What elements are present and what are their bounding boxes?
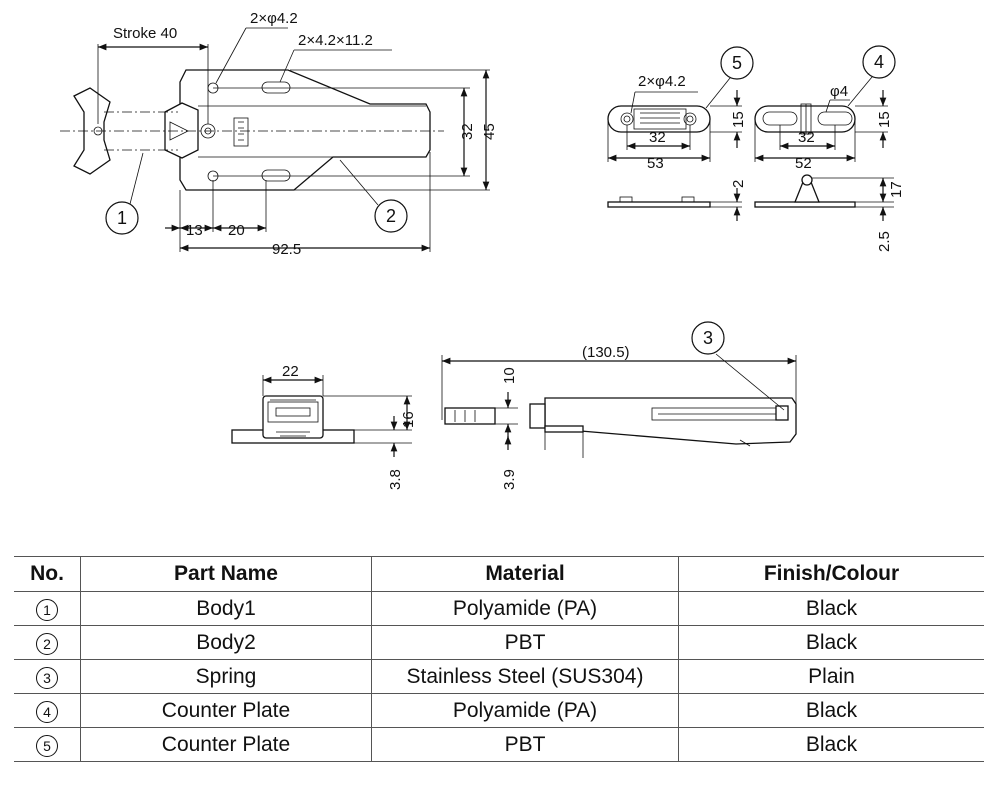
callout-2-label: 2 — [386, 206, 396, 226]
dim-92-5: 92.5 — [272, 241, 301, 258]
dim-plate4-52: 52 — [795, 155, 812, 172]
dim-end-16: 16 — [400, 411, 417, 428]
callout-1 — [105, 201, 139, 235]
row-no: 2 — [14, 625, 81, 660]
row-finish: Plain — [678, 659, 984, 694]
row-part: Spring — [80, 659, 372, 694]
dim-end-3-8: 3.8 — [387, 469, 404, 490]
dim-side-130-5: (130.5) — [582, 344, 630, 361]
dim-plate4-phi: φ4 — [830, 83, 848, 100]
dim-end-22: 22 — [282, 363, 299, 380]
row-number: 1 — [36, 598, 58, 621]
dim-holes: 2×φ4.2 — [250, 10, 298, 27]
dim-plate5-15: 15 — [730, 111, 747, 128]
latch-end-view: 22 16 3.8 — [231, 363, 417, 490]
row-part: Counter Plate — [80, 727, 372, 762]
table-row: 4 Counter Plate Polyamide (PA) Black — [14, 693, 984, 728]
counter-plate-5-view: 2×φ4.2 15 32 53 2 5 — [607, 46, 754, 221]
counter-plate-4-view: φ4 15 32 52 17 2.5 4 — [754, 45, 905, 252]
row-finish: Black — [678, 693, 984, 728]
latch-side-view: (130.5) 10 3.9 3 — [441, 321, 797, 490]
row-finish: Black — [678, 727, 984, 762]
dim-plate5-32: 32 — [649, 129, 666, 146]
row-number: 3 — [36, 666, 58, 689]
dim-plate4-15: 15 — [876, 111, 893, 128]
row-no: 5 — [14, 727, 81, 762]
dim-13: 13 — [186, 222, 203, 239]
dim-stroke: Stroke 40 — [113, 25, 177, 42]
dim-plate5-53: 53 — [647, 155, 664, 172]
callout-5 — [720, 46, 754, 80]
row-finish: Black — [678, 625, 984, 660]
header-no: No. — [14, 556, 81, 592]
dim-20: 20 — [228, 222, 245, 239]
dim-plate5-holes: 2×φ4.2 — [638, 73, 686, 90]
dim-plate5-2: 2 — [730, 180, 747, 188]
table-header-row: No. Part Name Material Finish/Colour — [14, 556, 984, 592]
table-row: 5 Counter Plate PBT Black — [14, 727, 984, 762]
row-material: Stainless Steel (SUS304) — [371, 659, 679, 694]
callout-4 — [862, 45, 896, 79]
row-part: Body2 — [80, 625, 372, 660]
table-row: 1 Body1 Polyamide (PA) Black — [14, 591, 984, 626]
dim-45: 45 — [481, 123, 498, 140]
latch-top-view: 32 45 Stroke 40 2×φ4.2 2×4.2×11.2 13 20 … — [60, 10, 498, 258]
dim-side-3-9: 3.9 — [501, 469, 518, 490]
header-material: Material — [371, 556, 679, 592]
dim-32: 32 — [459, 123, 476, 140]
dim-plate4-17: 17 — [888, 181, 905, 198]
callout-2 — [374, 199, 408, 233]
dim-side-10: 10 — [501, 367, 518, 384]
table-row: 2 Body2 PBT Black — [14, 625, 984, 660]
row-finish: Black — [678, 591, 984, 626]
row-part: Counter Plate — [80, 693, 372, 728]
header-part-name: Part Name — [80, 556, 372, 592]
dim-plate4-2-5: 2.5 — [876, 231, 893, 252]
dim-slots: 2×4.2×11.2 — [298, 32, 373, 49]
row-material: Polyamide (PA) — [371, 693, 679, 728]
callout-5-label: 5 — [732, 53, 742, 73]
row-no: 1 — [14, 591, 81, 626]
row-no: 4 — [14, 693, 81, 728]
callout-3-label: 3 — [703, 328, 713, 348]
row-material: PBT — [371, 727, 679, 762]
dim-plate4-32: 32 — [798, 129, 815, 146]
row-no: 3 — [14, 659, 81, 694]
header-finish: Finish/Colour — [678, 556, 984, 592]
callout-3 — [691, 321, 725, 355]
table-row: 3 Spring Stainless Steel (SUS304) Plain — [14, 659, 984, 694]
row-material: Polyamide (PA) — [371, 591, 679, 626]
row-material: PBT — [371, 625, 679, 660]
callout-1-label: 1 — [117, 208, 127, 228]
row-number: 5 — [36, 734, 58, 757]
row-number: 2 — [36, 632, 58, 655]
callout-4-label: 4 — [874, 52, 884, 72]
row-part: Body1 — [80, 591, 372, 626]
technical-drawing: 32 45 Stroke 40 2×φ4.2 2×4.2×11.2 13 20 … — [60, 10, 905, 490]
row-number: 4 — [36, 700, 58, 723]
parts-table: No. Part Name Material Finish/Colour 1 B… — [14, 556, 984, 762]
